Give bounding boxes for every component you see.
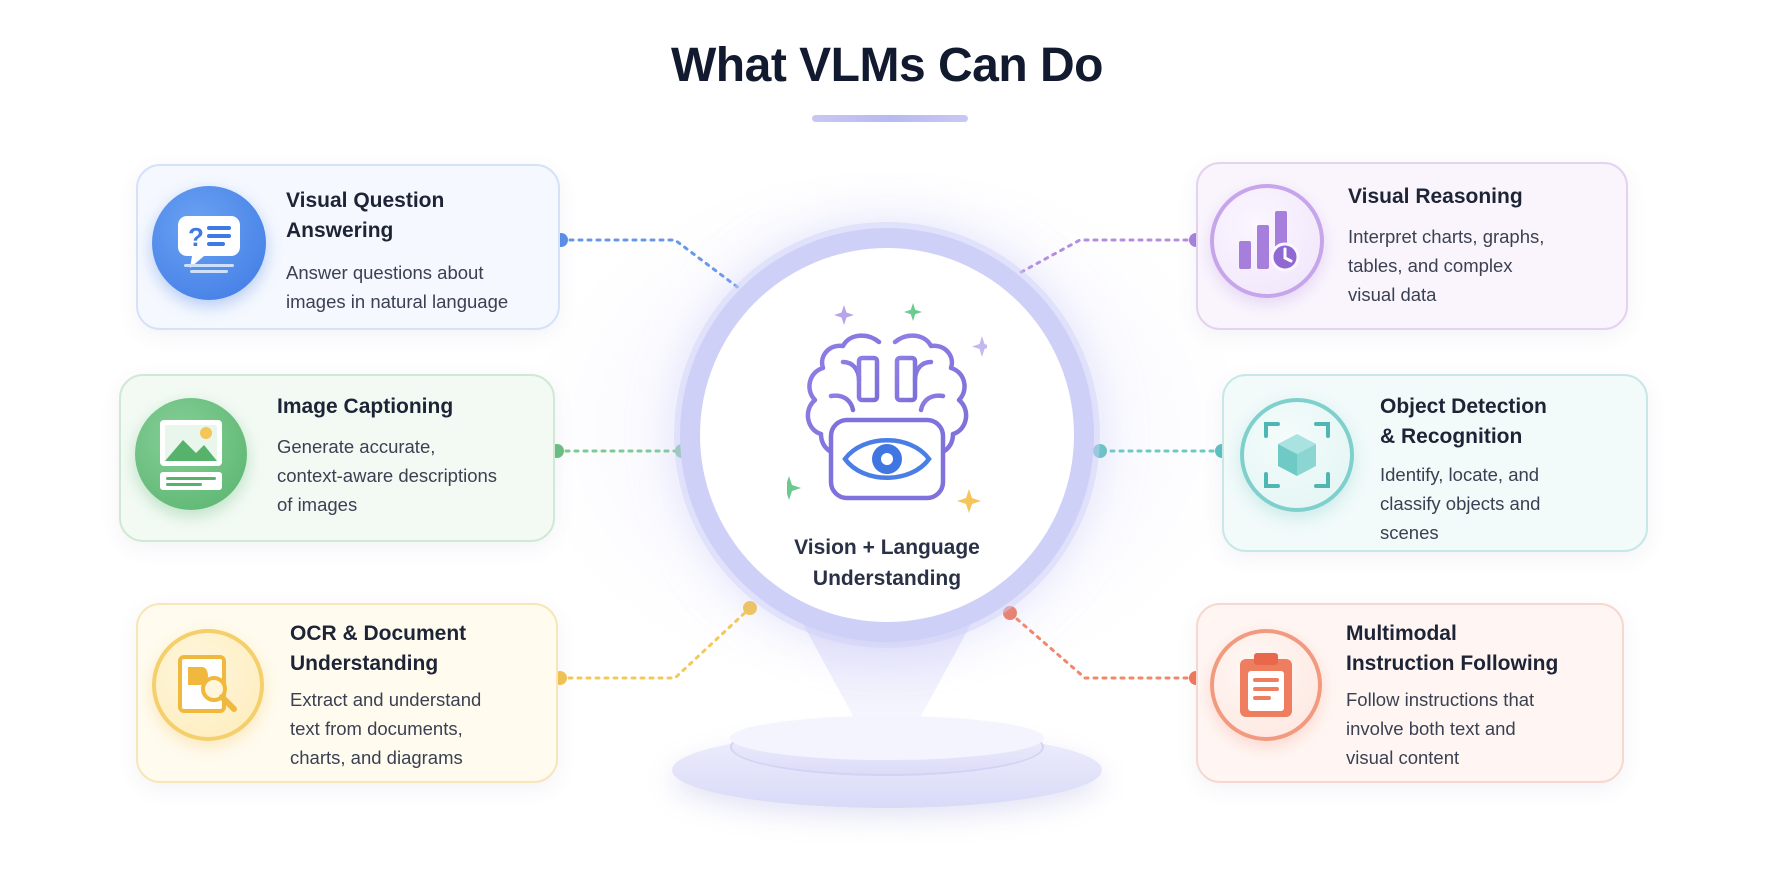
- card-description: Follow instructions that involve both te…: [1346, 689, 1535, 768]
- card-title: Object Detection & Recognition: [1380, 395, 1547, 448]
- dot-captioning-hub: [675, 444, 689, 458]
- dot-detection-hub: [1093, 444, 1107, 458]
- dot-ocr-hub: [743, 601, 757, 615]
- card-title: Visual Reasoning: [1348, 185, 1523, 208]
- card-description: Extract and understand text from documen…: [290, 689, 482, 768]
- card-multimodal-instruction-following: Multimodal Instruction Following Follow …: [1196, 603, 1624, 783]
- card-description: Generate accurate, context-aware descrip…: [277, 436, 498, 515]
- card-description: Answer questions about images in natural…: [286, 262, 509, 312]
- sparkle-lavender: [972, 336, 987, 357]
- card-visual-reasoning: Visual Reasoning Interpret charts, graph…: [1196, 162, 1628, 330]
- center-label: Vision + Language Understanding: [760, 532, 1014, 594]
- card-image-captioning: Image Captioning Generate accurate, cont…: [119, 374, 555, 542]
- image-caption-icon: [135, 398, 247, 510]
- cube-focus-icon: [1240, 398, 1354, 512]
- card-object-detection-recognition: Object Detection & Recognition Identify,…: [1222, 374, 1648, 552]
- brain-eye-icon: [787, 303, 987, 513]
- svg-text:?: ?: [188, 222, 204, 252]
- card-description: Interpret charts, graphs, tables, and co…: [1348, 226, 1545, 305]
- sparkle-purple: [834, 305, 854, 325]
- card-ocr-document-understanding: OCR & Document Understanding Extract and…: [136, 603, 558, 783]
- center-label-line2: Understanding: [812, 567, 962, 590]
- sparkle-green: [904, 303, 922, 321]
- clipboard-icon: [1210, 629, 1322, 741]
- connector-ocr: [558, 606, 752, 680]
- question-chat-icon: ?: [152, 186, 266, 300]
- sparkle-green-left: [787, 476, 801, 500]
- center-label-line1: Vision + Language: [794, 536, 980, 559]
- card-title: Visual Question Answering: [286, 189, 445, 242]
- connector-instruction: [1008, 611, 1198, 680]
- card-visual-question-answering: ? Visual Question Answering Answer quest…: [136, 164, 560, 330]
- connector-vqa: [559, 238, 754, 300]
- title-underline: [812, 115, 968, 122]
- bar-chart-clock-icon: [1210, 184, 1324, 298]
- card-title: Multimodal Instruction Following: [1346, 622, 1559, 675]
- card-title: OCR & Document Understanding: [290, 622, 467, 675]
- connector-reasoning: [1001, 238, 1198, 284]
- dot-instruction-hub: [1003, 606, 1017, 620]
- pedestal-top: [730, 716, 1044, 760]
- card-title: Image Captioning: [277, 395, 454, 418]
- card-description: Identify, locate, and classify objects a…: [1380, 464, 1541, 543]
- page-title: What VLMs Can Do: [671, 39, 1104, 92]
- sparkle-yellow: [957, 489, 981, 513]
- document-magnifier-icon: [152, 629, 264, 741]
